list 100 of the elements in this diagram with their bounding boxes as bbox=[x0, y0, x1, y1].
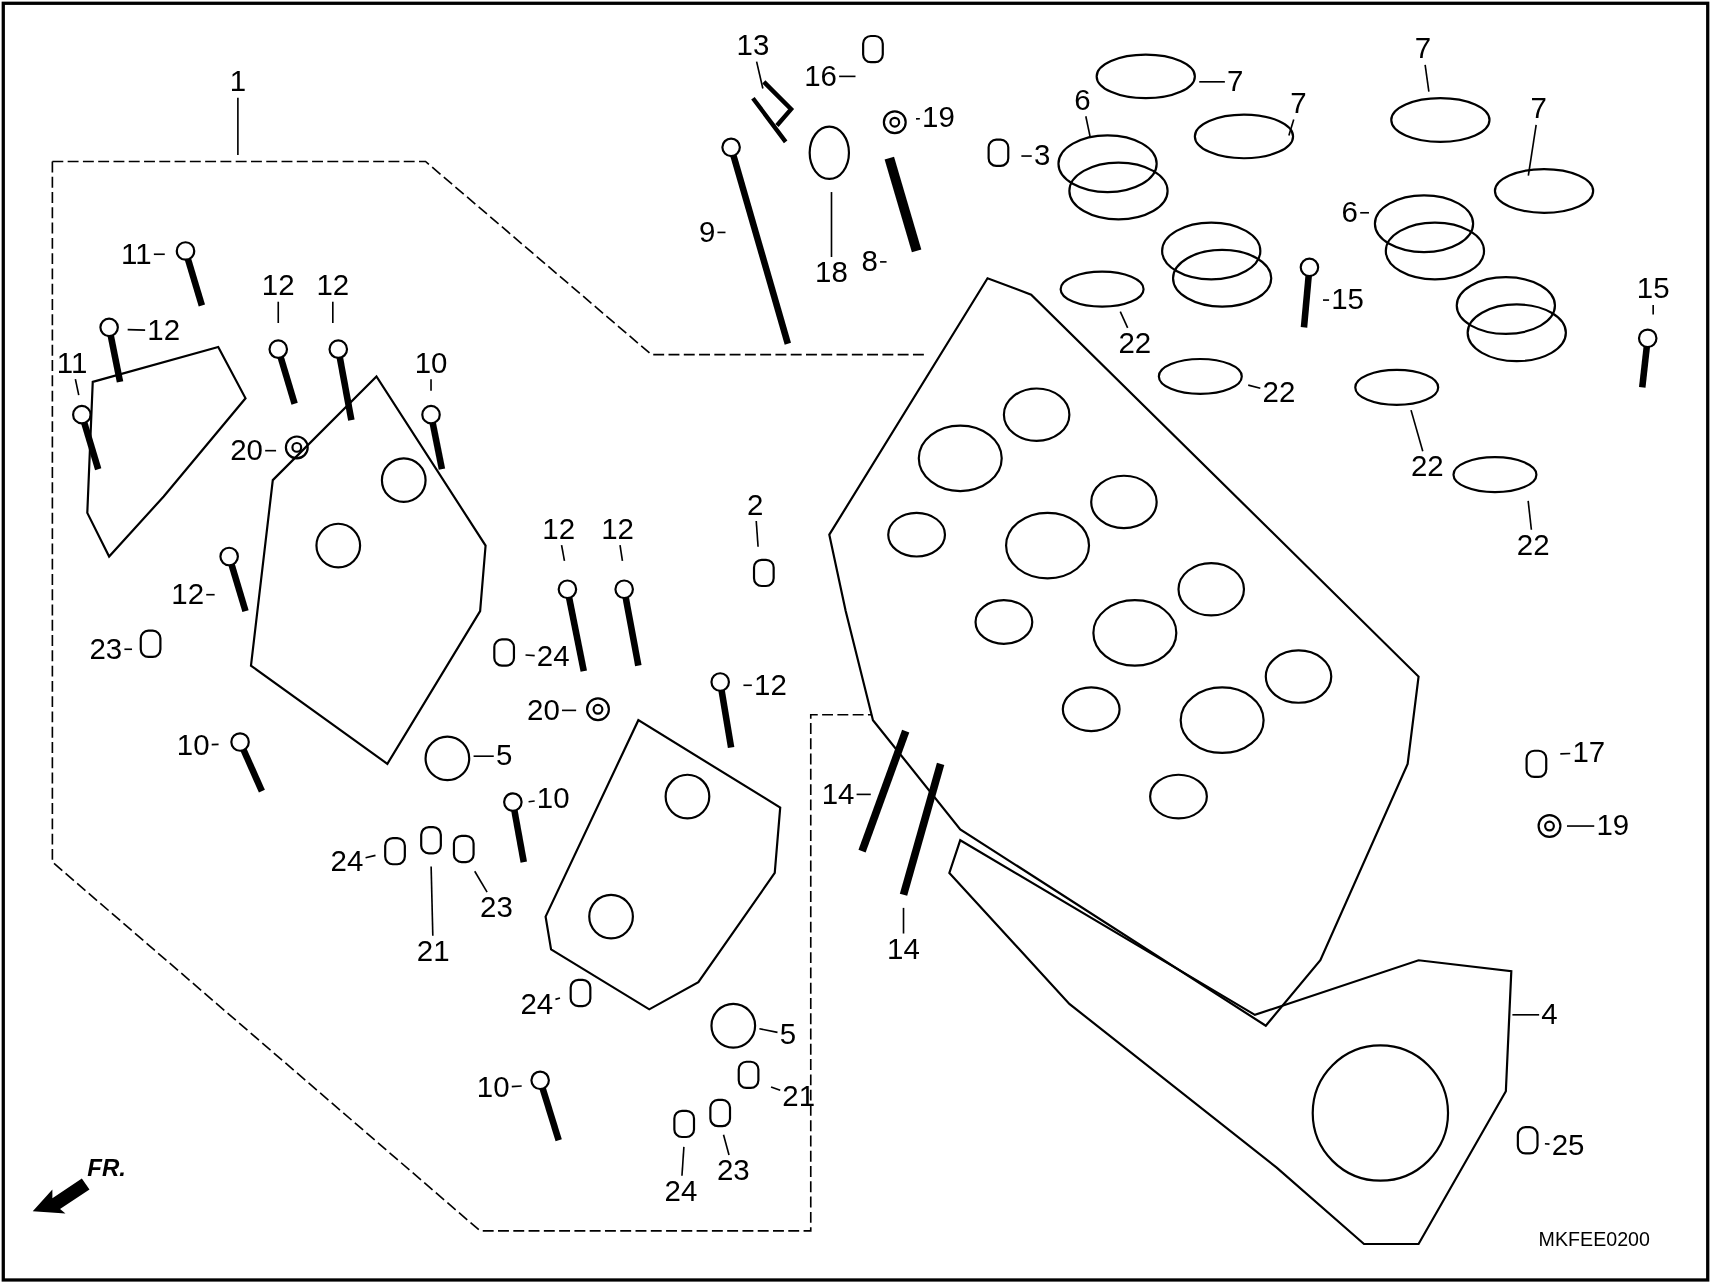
callout-number: 9 bbox=[698, 217, 716, 248]
callout-number: 12 bbox=[261, 271, 295, 301]
callout-number: 12 bbox=[171, 579, 205, 610]
callout-number: 5 bbox=[779, 1019, 797, 1050]
leader-line bbox=[902, 907, 905, 935]
leader-line bbox=[1424, 64, 1430, 93]
leader-line bbox=[1527, 500, 1533, 531]
callout-number: 6 bbox=[1074, 85, 1091, 116]
leader-line bbox=[1559, 752, 1572, 755]
callout-number: 24 bbox=[330, 847, 364, 877]
callout-number: 18 bbox=[815, 258, 848, 288]
leader-line bbox=[755, 60, 764, 90]
leader-line bbox=[205, 593, 216, 596]
callout-number: 11 bbox=[121, 239, 152, 269]
leader-line bbox=[758, 1027, 779, 1034]
callout-number: 7 bbox=[1530, 94, 1547, 124]
leader-line bbox=[430, 865, 434, 937]
callout-number: 14 bbox=[821, 779, 855, 810]
leader-line bbox=[1085, 115, 1092, 139]
leader-line bbox=[1359, 211, 1370, 214]
callout-number: 12 bbox=[542, 514, 576, 544]
leader-line bbox=[561, 709, 577, 712]
callout-number: 22 bbox=[1516, 530, 1550, 561]
callout-number: 16 bbox=[804, 61, 837, 92]
leader-line bbox=[619, 544, 624, 562]
callout-number: 23 bbox=[480, 893, 513, 923]
callout-number: 15 bbox=[1331, 285, 1365, 315]
callout-number: 23 bbox=[89, 634, 123, 664]
callout-number: 10 bbox=[414, 348, 448, 379]
callout-number: 7 bbox=[1227, 67, 1244, 97]
callout-number: 19 bbox=[922, 103, 955, 133]
callout-number: 2 bbox=[746, 490, 764, 520]
leader-line bbox=[554, 997, 561, 1001]
callout-number: 11 bbox=[56, 348, 88, 379]
callout-number: 1 bbox=[229, 67, 247, 97]
leader-line bbox=[1527, 124, 1537, 177]
callout-number: 10 bbox=[176, 730, 210, 760]
callout-number: 7 bbox=[1414, 34, 1432, 64]
leader-line bbox=[210, 743, 220, 746]
callout-number: 14 bbox=[887, 934, 920, 965]
leader-line bbox=[755, 520, 759, 548]
leader-line bbox=[1652, 304, 1654, 316]
leader-line bbox=[126, 328, 146, 331]
leader-line bbox=[430, 378, 432, 392]
callout-number: 21 bbox=[782, 1081, 816, 1112]
leader-line bbox=[716, 231, 727, 234]
leader-line bbox=[855, 793, 872, 796]
callout-number: 22 bbox=[1118, 329, 1152, 359]
leader-line bbox=[1119, 310, 1129, 329]
leader-line bbox=[742, 684, 753, 687]
callout-number: 6 bbox=[1341, 198, 1358, 228]
leader-line bbox=[838, 75, 857, 78]
leader-line bbox=[1544, 1142, 1551, 1145]
leader-line bbox=[1322, 299, 1330, 301]
leader-line bbox=[1247, 384, 1262, 389]
callout-number: 7 bbox=[1290, 88, 1307, 119]
leader-line bbox=[770, 1086, 782, 1092]
leader-line bbox=[879, 261, 888, 263]
callout-number: 8 bbox=[861, 247, 878, 277]
callout-number: 12 bbox=[601, 514, 634, 544]
leader-line bbox=[123, 648, 133, 651]
callout-number: 20 bbox=[527, 695, 560, 726]
leader-line bbox=[1410, 409, 1424, 453]
leader-line bbox=[364, 854, 377, 859]
leader-line bbox=[830, 191, 833, 258]
leader-line bbox=[1511, 1014, 1540, 1016]
callout-number: 24 bbox=[520, 990, 554, 1020]
leader-line bbox=[153, 253, 166, 256]
callout-number: 22 bbox=[1262, 378, 1296, 408]
callout-number: 12 bbox=[754, 670, 787, 700]
leader-line bbox=[510, 1085, 523, 1088]
callout-number: 13 bbox=[736, 31, 770, 61]
leader-line bbox=[681, 1146, 685, 1177]
callout-number: 10 bbox=[536, 784, 570, 814]
leader-line bbox=[237, 96, 239, 156]
callout-number: 12 bbox=[147, 315, 181, 346]
leader-line bbox=[1288, 118, 1295, 137]
callout-number: 24 bbox=[664, 1176, 698, 1207]
callout-number: 23 bbox=[716, 1156, 750, 1186]
leader-line bbox=[264, 449, 277, 452]
callout-number: 5 bbox=[495, 741, 513, 771]
callout-number: 24 bbox=[536, 642, 570, 672]
callout-number: 4 bbox=[1541, 1000, 1558, 1030]
callout-number: 15 bbox=[1636, 274, 1670, 304]
leader-line bbox=[1566, 825, 1596, 827]
callout-number: 21 bbox=[416, 936, 450, 967]
callout-number: 19 bbox=[1596, 811, 1630, 841]
callout-number: 3 bbox=[1033, 141, 1051, 171]
leader-line bbox=[472, 755, 495, 758]
leader-line bbox=[332, 300, 334, 324]
callout-number: 22 bbox=[1410, 452, 1444, 482]
leader-line bbox=[915, 117, 921, 120]
leader-line bbox=[527, 800, 536, 803]
callout-number: 25 bbox=[1551, 1131, 1585, 1161]
callout-number: 20 bbox=[230, 435, 263, 466]
direction-label: FR. bbox=[87, 1154, 126, 1183]
leader-line bbox=[524, 654, 536, 657]
drawing-code: MKFEE0200 bbox=[1538, 1228, 1650, 1252]
callout-number: 10 bbox=[476, 1073, 510, 1103]
leader-line bbox=[1020, 155, 1033, 157]
